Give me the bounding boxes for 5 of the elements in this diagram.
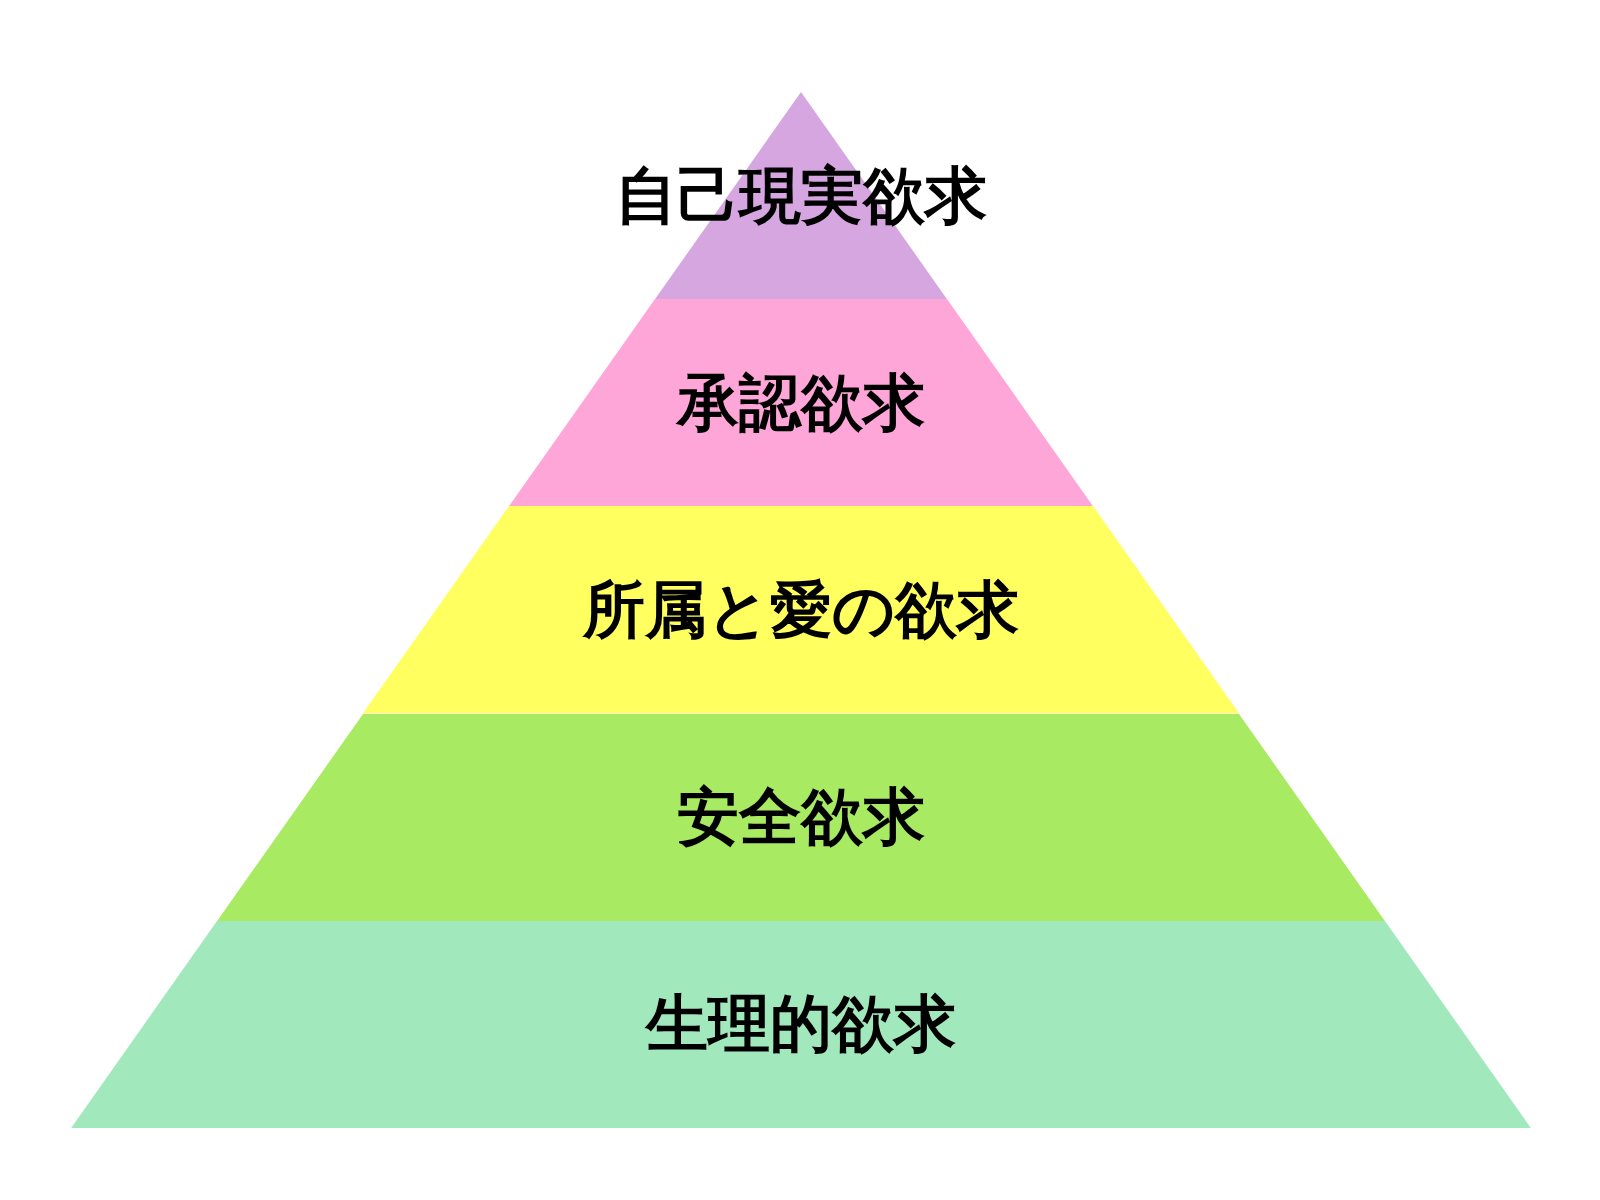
- tier-label: 承認欲求: [677, 364, 925, 441]
- tier-label: 安全欲求: [677, 779, 925, 856]
- tier-label: 自己現実欲求: [615, 157, 987, 234]
- tier-label: 生理的欲求: [646, 986, 956, 1063]
- tier-label: 所属と愛の欲求: [583, 572, 1019, 648]
